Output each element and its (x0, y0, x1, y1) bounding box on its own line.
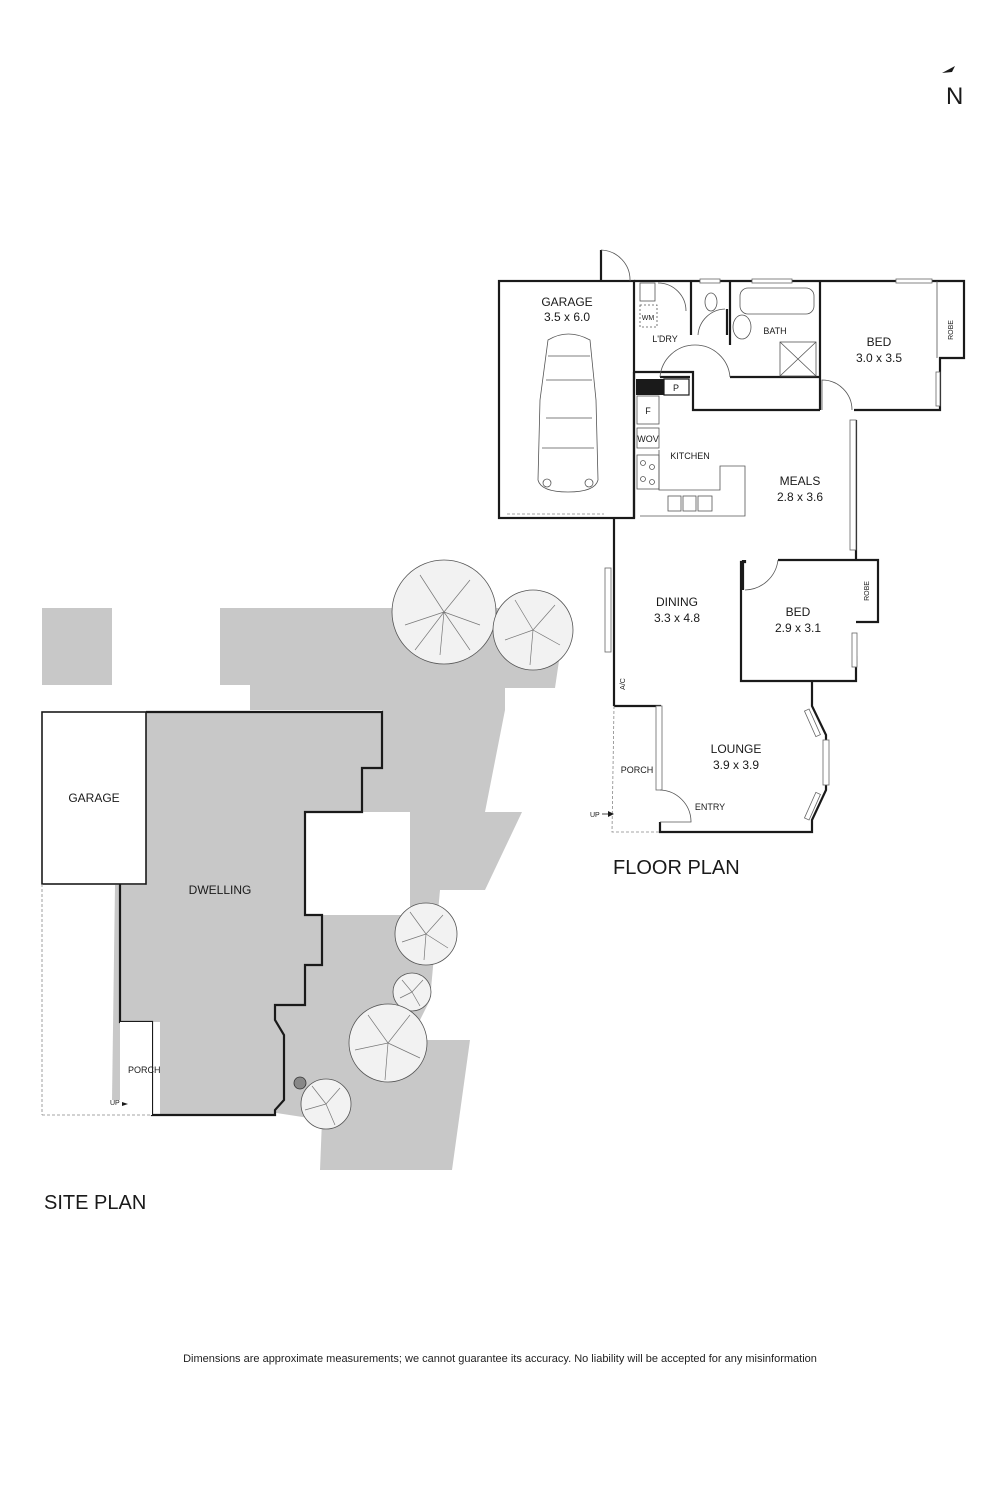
room-meals-dims: 2.8 x 3.6 (777, 490, 823, 504)
window (803, 708, 821, 738)
up-label: UP (590, 812, 600, 819)
site-plan: GARAGE DWELLING PORCH UP (41, 559, 574, 1214)
sink-icon (682, 495, 697, 512)
wall-oven-label: WOV (637, 434, 659, 444)
shrub-icon (293, 1076, 307, 1090)
wm-label: WM (642, 315, 655, 322)
site-porch-label: PORCH (128, 1065, 161, 1075)
room-garage-dims: 3.5 x 6.0 (544, 310, 590, 324)
tree-icon (391, 559, 497, 665)
shower-icon (779, 341, 817, 377)
window (803, 791, 821, 821)
entry-door[interactable] (659, 789, 692, 823)
floor-plan: GARAGE 3.5 x 6.0 BED 3.0 x 3.5 ROBE (497, 249, 966, 879)
room-bed2-dims: 2.9 x 3.1 (775, 621, 821, 635)
trough-icon (639, 282, 656, 302)
room-bed1-name: BED (867, 335, 892, 349)
bathtub-icon (739, 287, 815, 315)
window (935, 371, 941, 407)
site-plan-title: SITE PLAN (44, 1192, 146, 1214)
floor-plan-title: FLOOR PLAN (613, 857, 740, 879)
dwelling-label: DWELLING (189, 883, 252, 897)
washing-machine (639, 304, 658, 328)
window (655, 705, 663, 791)
tree-icon (348, 1003, 428, 1083)
chimney-block (636, 379, 664, 395)
up-arrow-icon (608, 811, 614, 817)
site-up-label: UP (110, 1100, 120, 1107)
room-garage (497, 279, 636, 520)
window (751, 278, 793, 284)
room-bed2-name: BED (786, 605, 811, 619)
room-laundry-name: L'DRY (652, 334, 678, 344)
up-arrow-icon (122, 1102, 128, 1106)
dwelling-outline (118, 710, 384, 1117)
room-meals-name: MEALS (780, 474, 821, 488)
wall-oven (636, 427, 660, 449)
north-label: N (946, 83, 963, 110)
north-arrow-icon (942, 66, 955, 73)
tree-icon (392, 972, 432, 1012)
pantry-label: P (673, 383, 679, 393)
window (895, 278, 933, 284)
room-bath-name: BATH (763, 326, 786, 336)
disclaimer-text: Dimensions are approximate measurements;… (183, 1353, 817, 1365)
drainer-icon (697, 495, 713, 512)
tree-icon (394, 902, 458, 966)
tree-icon (300, 1078, 352, 1130)
site-garage-label: GARAGE (68, 791, 119, 805)
room-kitchen-name: KITCHEN (670, 451, 710, 461)
window (822, 739, 830, 786)
fridge-space (636, 395, 660, 425)
site-garage (41, 711, 147, 885)
room-garage-name: GARAGE (541, 295, 592, 309)
basin-icon (732, 314, 752, 340)
room-lounge-dims: 3.9 x 3.9 (713, 758, 759, 772)
cooktop-icon (636, 454, 660, 490)
room-dining-name: DINING (656, 595, 698, 609)
sink-icon (667, 495, 682, 512)
fridge-label: F (645, 406, 651, 416)
north-arrow: N (942, 66, 963, 110)
ac-label: A/C (620, 678, 627, 690)
toilet-icon (704, 292, 718, 312)
car-icon (537, 333, 599, 493)
window (604, 567, 612, 653)
tree-icon (492, 589, 574, 671)
window (851, 632, 858, 668)
room-entry-name: ENTRY (695, 802, 725, 812)
sliding-door[interactable] (849, 419, 857, 551)
room-porch-name: PORCH (621, 765, 654, 775)
robe-2-label: ROBE (864, 581, 871, 601)
robe-1-label: ROBE (948, 320, 955, 340)
room-lounge-name: LOUNGE (711, 742, 762, 756)
window (699, 278, 721, 284)
room-dining-dims: 3.3 x 4.8 (654, 611, 700, 625)
room-bed1-dims: 3.0 x 3.5 (856, 351, 902, 365)
